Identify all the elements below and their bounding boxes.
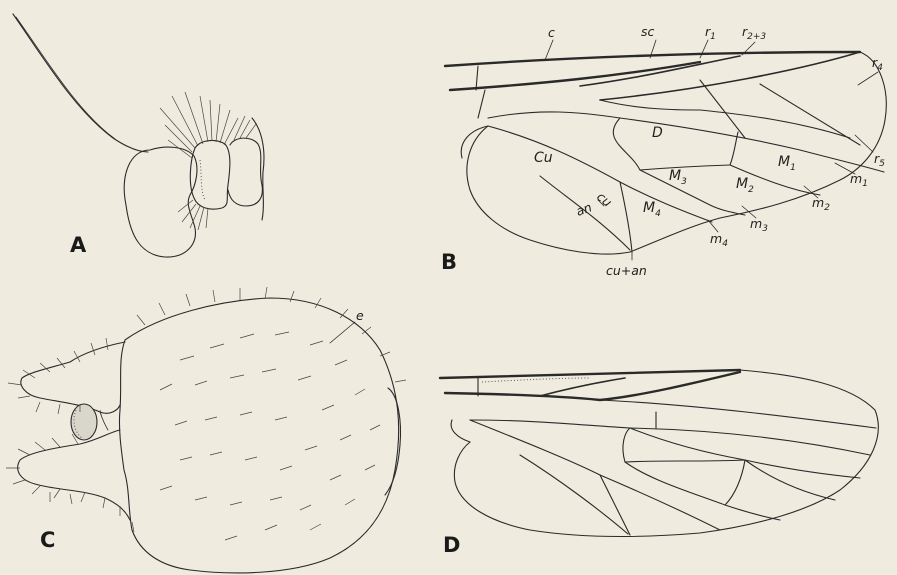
d-cubitus-vein [470, 420, 720, 530]
r-m-link [600, 100, 700, 110]
label-m1: m1 [850, 171, 868, 189]
d-r5-vein [630, 428, 870, 455]
d-costal-stipple [482, 378, 590, 382]
m-crossvein [640, 165, 730, 170]
upper-clasper [21, 342, 125, 413]
radius-vein [450, 62, 700, 90]
subcosta-vein [580, 56, 740, 86]
label-cu: cu [594, 189, 615, 210]
label-r5: r5 [874, 151, 885, 169]
label-m2: m2 [812, 195, 830, 213]
lower-clasper [18, 430, 130, 520]
d-m2-vein [625, 460, 835, 500]
d-subcosta-vein [540, 378, 625, 396]
aedeagus [71, 404, 97, 440]
d-m3-vein [625, 462, 780, 520]
label-cu-an: cu+an [606, 263, 647, 278]
antenna-first-segment [228, 138, 262, 206]
humeral-crossveins [476, 66, 485, 118]
label-r4: r4 [872, 55, 883, 73]
panel-b-wing: c sc r1 r2+3 r4 r5 m1 m2 m3 m4 D Cu M1 M… [441, 24, 886, 278]
antenna-bristles [160, 92, 256, 230]
d-alula [451, 420, 470, 442]
panel-a-letter: A [70, 233, 87, 257]
cell-cu: Cu [534, 150, 553, 166]
panel-d-letter: D [443, 533, 460, 557]
d-discal-crossvein [623, 428, 630, 462]
d-cu-an-vein [600, 475, 630, 535]
antenna-arista [13, 14, 148, 152]
cell-m2: M2 [736, 176, 754, 195]
label-c: c [548, 25, 555, 40]
costa-vein [445, 52, 860, 66]
abdomen-setae [6, 287, 406, 540]
panel-b-letter: B [441, 250, 457, 274]
cell-m3: M3 [669, 168, 687, 187]
d-m-crossvein [725, 460, 745, 505]
antenna-stipple [200, 160, 205, 200]
panel-c-abdomen: e C [6, 287, 406, 573]
cell-m1: M1 [778, 154, 796, 173]
cell-d: D [652, 125, 663, 141]
wing-outline [467, 52, 886, 254]
d-anal-vein [520, 455, 628, 534]
d-costa-vein [440, 370, 740, 378]
wing-b-leaders [545, 40, 878, 260]
label-m4: m4 [710, 231, 728, 249]
abdomen-outline [119, 298, 398, 573]
label-e: e [356, 308, 364, 323]
label-m3: m3 [750, 216, 768, 234]
cell-m4: M4 [643, 200, 661, 219]
panel-a-antenna: A [13, 14, 264, 257]
antenna-arista-inner [16, 17, 115, 139]
label-r2-3: r2+3 [742, 24, 766, 42]
panel-c-letter: C [40, 528, 55, 552]
discal-crossvein [613, 118, 640, 170]
antenna-third-segment [124, 147, 197, 257]
label-sc: sc [641, 24, 655, 39]
panel-d-wing: D [440, 370, 878, 557]
d-r4-vein [600, 400, 876, 428]
label-r1: r1 [705, 24, 716, 42]
leader-e [330, 322, 355, 343]
